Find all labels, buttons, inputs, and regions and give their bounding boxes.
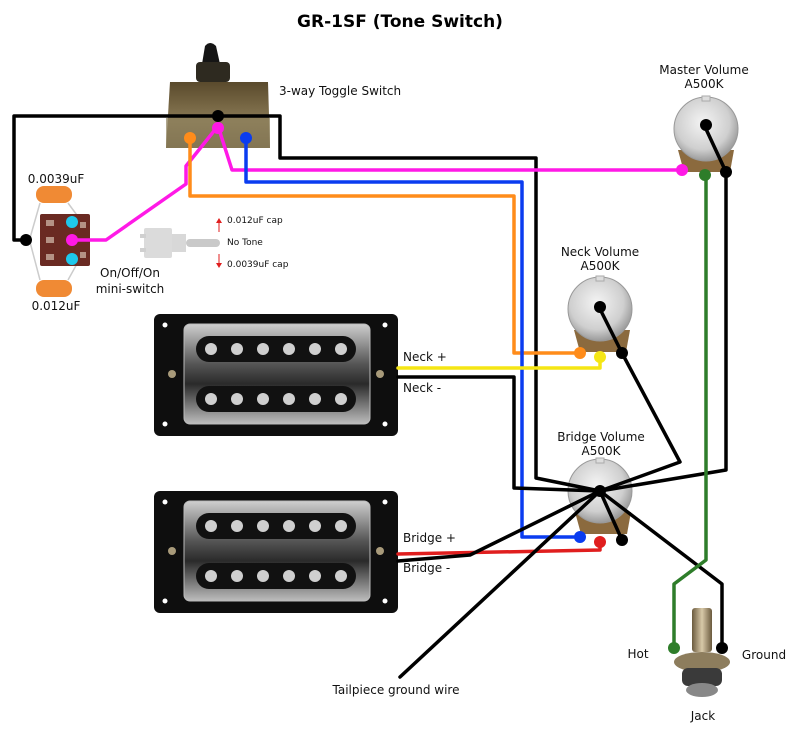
pole-piece bbox=[283, 520, 295, 532]
tailpiece-label: Tailpiece ground wire bbox=[332, 683, 460, 697]
wire-magenta-miniswitch-to-toggle bbox=[70, 124, 220, 242]
wire-black-toggle-to-ground bbox=[216, 114, 602, 493]
pole-piece bbox=[309, 393, 321, 405]
wire-black-neck-minus bbox=[396, 375, 602, 493]
mini-switch-label-line2: mini-switch bbox=[96, 282, 165, 296]
wire-magenta-toggle-to-master bbox=[216, 124, 684, 172]
neck-volume-pot bbox=[567, 275, 633, 352]
pole-piece bbox=[283, 393, 295, 405]
wire-green-master-to-jack bbox=[672, 173, 708, 650]
bridge-volume-name: Bridge Volume bbox=[557, 430, 645, 444]
neck-plus-label: Neck + bbox=[403, 350, 447, 364]
wire-blue-toggle-to-bridge bbox=[244, 136, 582, 539]
pole-piece bbox=[309, 570, 321, 582]
master-volume-pot bbox=[673, 95, 739, 172]
toggle-lever bbox=[202, 43, 220, 64]
pole-piece bbox=[257, 393, 269, 405]
jack-label: Jack bbox=[690, 709, 715, 723]
wire-black-bridge-minus bbox=[396, 489, 602, 563]
wire-orange-toggle-to-neck bbox=[188, 136, 582, 355]
pole-piece bbox=[309, 520, 321, 532]
pole-piece bbox=[257, 343, 269, 355]
solder-points bbox=[20, 110, 732, 654]
wire-black-neck-ground bbox=[598, 307, 682, 493]
jack-ground-label: Ground bbox=[742, 648, 786, 662]
pole-piece bbox=[231, 393, 243, 405]
pole-piece bbox=[335, 343, 347, 355]
pole-piece bbox=[309, 343, 321, 355]
pole-piece bbox=[231, 570, 243, 582]
bridge-minus-label: Bridge - bbox=[403, 561, 450, 575]
pole-piece bbox=[335, 393, 347, 405]
mini-switch-position-center: No Tone bbox=[227, 238, 263, 248]
arrow-down-icon bbox=[216, 263, 222, 268]
mini-switch-label-line1: On/Off/On bbox=[100, 266, 160, 280]
mini-switch-position-up: 0.012uF cap bbox=[227, 216, 283, 226]
neck-minus-label: Neck - bbox=[403, 381, 441, 395]
pole-piece bbox=[205, 343, 217, 355]
pole-piece bbox=[257, 570, 269, 582]
wire-black-jack-ground bbox=[598, 489, 724, 650]
pole-piece bbox=[335, 570, 347, 582]
pole-piece bbox=[335, 520, 347, 532]
pole-piece bbox=[283, 343, 295, 355]
wire-black-tailpiece bbox=[398, 489, 602, 679]
neck-volume-value: A500K bbox=[581, 259, 621, 273]
master-volume-name: Master Volume bbox=[659, 63, 748, 77]
bridge-volume-value: A500K bbox=[582, 444, 622, 458]
pole-piece bbox=[205, 520, 217, 532]
pole-piece bbox=[231, 520, 243, 532]
jack-hot-label: Hot bbox=[627, 647, 648, 661]
capacitor-bottom-label: 0.012uF bbox=[32, 299, 81, 313]
pole-piece bbox=[231, 343, 243, 355]
mini-switch-position-down: 0.0039uF cap bbox=[227, 260, 289, 270]
diagram-title: GR-1SF (Tone Switch) bbox=[297, 12, 503, 32]
capacitor-top-label: 0.0039uF bbox=[28, 172, 85, 186]
bridge-pickup bbox=[154, 491, 398, 613]
wire-black-bridge-lug bbox=[598, 489, 624, 542]
output-jack bbox=[674, 608, 730, 697]
pole-piece bbox=[205, 393, 217, 405]
mini-switch-side-view bbox=[140, 228, 220, 258]
toggle-switch-label: 3-way Toggle Switch bbox=[279, 84, 401, 98]
pole-piece bbox=[257, 520, 269, 532]
arrow-up-icon bbox=[216, 218, 222, 223]
master-volume-value: A500K bbox=[685, 77, 725, 91]
pole-piece bbox=[205, 570, 217, 582]
neck-pickup bbox=[154, 314, 398, 436]
position-arrows bbox=[216, 218, 222, 268]
wire-black-master-ground bbox=[598, 127, 728, 493]
pole-piece bbox=[283, 570, 295, 582]
mini-switch-body bbox=[40, 214, 90, 266]
bridge-plus-label: Bridge + bbox=[403, 531, 456, 545]
neck-volume-name: Neck Volume bbox=[561, 245, 639, 259]
